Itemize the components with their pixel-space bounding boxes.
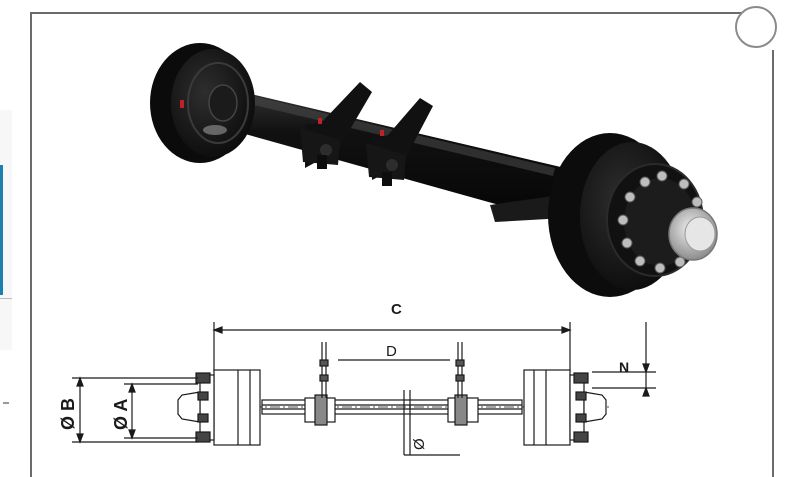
label-diameter-a: Ø A [111,399,131,430]
corner-circle [735,6,777,48]
right-brake-drum [548,133,718,297]
drawing-left-hub [177,369,261,446]
label-diameter-shaft: Ø [411,438,428,450]
frame-right-line [772,50,774,477]
label-c: C [391,301,402,318]
left-divider [0,298,12,299]
label-d: D [386,343,397,360]
drawing-spring-seat-right [447,342,479,426]
spring-hanger-left [300,82,372,169]
left-panel-strip [0,110,12,350]
frame-top-line [30,12,742,14]
drawing-right-hub [523,369,607,446]
label-n: N [619,359,629,375]
drawing-spring-seat-left [304,342,336,426]
axle-lower-plate [490,195,565,222]
frame-left-line [30,12,32,477]
spring-hanger-right [366,98,433,186]
left-brake-drum [150,43,255,163]
axle-photo [150,43,718,297]
left-tick [3,402,9,404]
technical-drawing [72,322,656,456]
label-diameter-b: Ø B [58,398,78,430]
left-accent-bar [0,165,3,295]
